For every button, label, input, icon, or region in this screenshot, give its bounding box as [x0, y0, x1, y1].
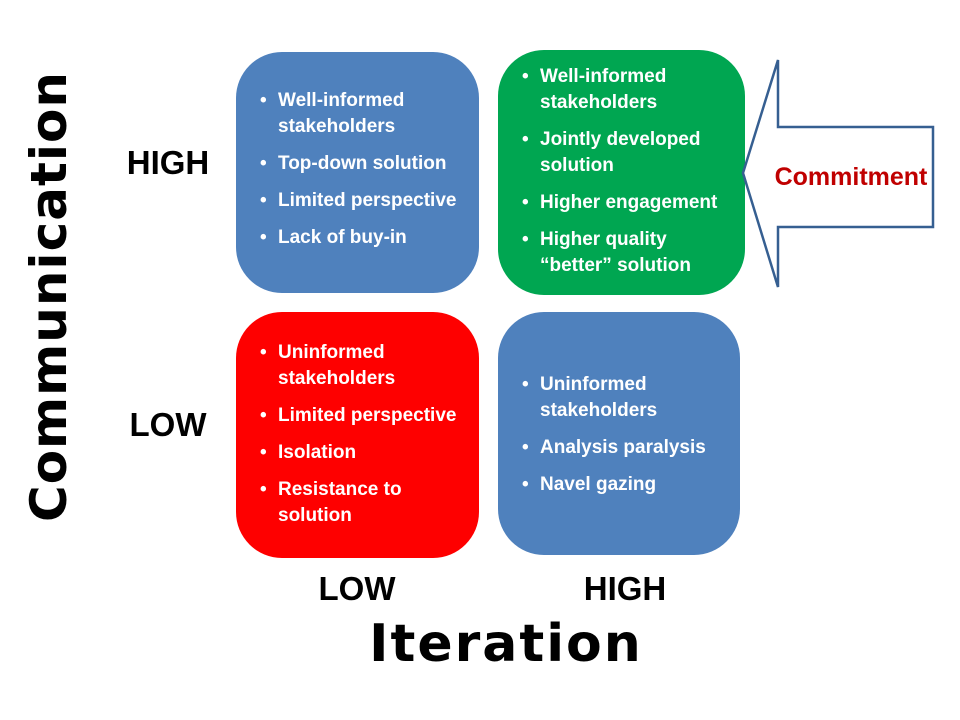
left-arrow-icon	[741, 59, 935, 288]
x-axis-low-label: LOW	[318, 570, 396, 607]
y-axis-high-label: HIGH	[126, 144, 210, 181]
bullet-list: Uninformed stakeholders Limited perspect…	[256, 340, 467, 529]
quadrant-bottom-left: Uninformed stakeholders Limited perspect…	[236, 312, 479, 558]
bullet-item: Limited perspective	[256, 188, 467, 214]
bullet-item: Uninformed stakeholders	[518, 372, 728, 424]
x-axis-high-label: HIGH	[583, 570, 667, 607]
y-axis-title: Communication	[20, 71, 78, 523]
bullet-list: Well-informed stakeholders Top-down solu…	[256, 88, 467, 251]
left-arrow-shape	[741, 59, 935, 288]
bullet-item: Jointly developed solution	[518, 127, 735, 179]
bullet-item: Lack of buy-in	[256, 225, 467, 251]
bullet-item: Analysis paralysis	[518, 435, 728, 461]
commitment-label: Commitment	[774, 163, 928, 191]
bullet-item: Well-informed stakeholders	[518, 64, 735, 116]
x-axis-title: Iteration	[369, 614, 643, 674]
bullet-item: Higher engagement	[518, 190, 735, 216]
quadrant-bottom-right: Uninformed stakeholders Analysis paralys…	[498, 312, 740, 555]
bullet-item: Isolation	[256, 440, 467, 466]
quadrant-top-left: Well-informed stakeholders Top-down solu…	[236, 52, 479, 293]
bullet-item: Navel gazing	[518, 472, 728, 498]
quadrant-top-right: Well-informed stakeholders Jointly devel…	[498, 50, 745, 295]
bullet-item: Well-informed stakeholders	[256, 88, 467, 140]
bullet-list: Well-informed stakeholders Jointly devel…	[518, 64, 735, 279]
y-axis-low-label: LOW	[129, 406, 207, 443]
bullet-item: Resistance to solution	[256, 477, 467, 529]
bullet-item: Limited perspective	[256, 403, 467, 429]
bullet-list: Uninformed stakeholders Analysis paralys…	[518, 372, 728, 498]
bullet-item: Top-down solution	[256, 151, 467, 177]
bullet-item: Uninformed stakeholders	[256, 340, 467, 392]
bullet-item: Higher quality “better” solution	[518, 227, 735, 279]
